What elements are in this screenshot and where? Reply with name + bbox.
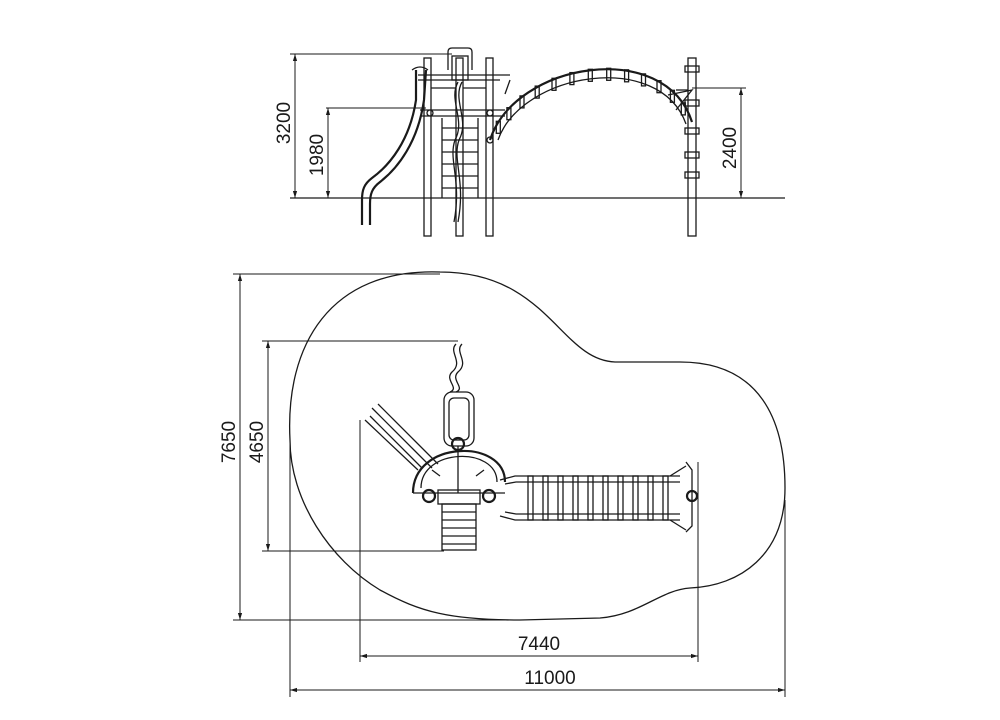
dimension-platform-height: 1980: [307, 107, 426, 198]
dimension-safety-depth: 7650: [219, 273, 520, 621]
plan-rung: [647, 475, 654, 521]
arch-rung: [640, 73, 647, 87]
dimension-equipment-depth: 4650: [247, 340, 458, 552]
plan-rung: [572, 475, 579, 521]
dim-label-safety-depth: 7650: [219, 421, 240, 463]
slide-plan: [364, 403, 439, 471]
plan-rung: [617, 475, 624, 521]
dimension-arch-height: 2400: [692, 87, 746, 198]
plan-rung: [557, 475, 564, 521]
dimension-equipment-length: 7440: [359, 420, 699, 662]
plan-rung: [602, 475, 609, 521]
plan-view: 7650 4650 7440 11000: [219, 271, 786, 697]
arch-rung: [519, 95, 525, 109]
dim-label-total-height: 3200: [274, 102, 295, 144]
tower-posts: [418, 47, 510, 237]
horizontal-ladder-plan: [499, 461, 699, 533]
plan-rung: [632, 475, 639, 521]
arch-rung: [569, 71, 575, 86]
plan-rung: [662, 475, 669, 521]
arch-rung: [534, 85, 540, 99]
end-post: [676, 57, 700, 237]
dim-label-equipment-depth: 4650: [247, 421, 268, 463]
plan-rung: [542, 475, 549, 521]
arch-rung: [656, 80, 662, 94]
plan-rung: [587, 475, 594, 521]
dim-label-platform-height: 1980: [307, 134, 328, 176]
arch-rung: [669, 89, 676, 103]
dim-label-equipment-length: 7440: [518, 634, 560, 655]
dim-label-arch-height: 2400: [720, 127, 741, 169]
dim-label-safety-length: 11000: [524, 668, 575, 689]
safety-zone-outline: [288, 271, 786, 621]
arch-rung: [587, 68, 593, 82]
plan-rung: [527, 475, 534, 521]
arch-rung: [551, 77, 557, 91]
dimension-safety-length: 11000: [289, 440, 786, 697]
entry-ladder-plan: [441, 503, 477, 551]
arch-rung: [506, 107, 512, 121]
horizontal-ladder-arch: [488, 67, 694, 141]
arch-rung: [680, 102, 686, 116]
tower-platform: [411, 436, 507, 505]
arch-rung: [623, 69, 630, 83]
arch-rung: [606, 67, 612, 81]
side-elevation: 3200 1980 2400: [274, 47, 785, 237]
dimension-total-height: 3200: [274, 53, 452, 198]
rope-frame-plan: [443, 343, 475, 447]
slide: [360, 66, 429, 225]
arch-rung: [495, 120, 501, 134]
